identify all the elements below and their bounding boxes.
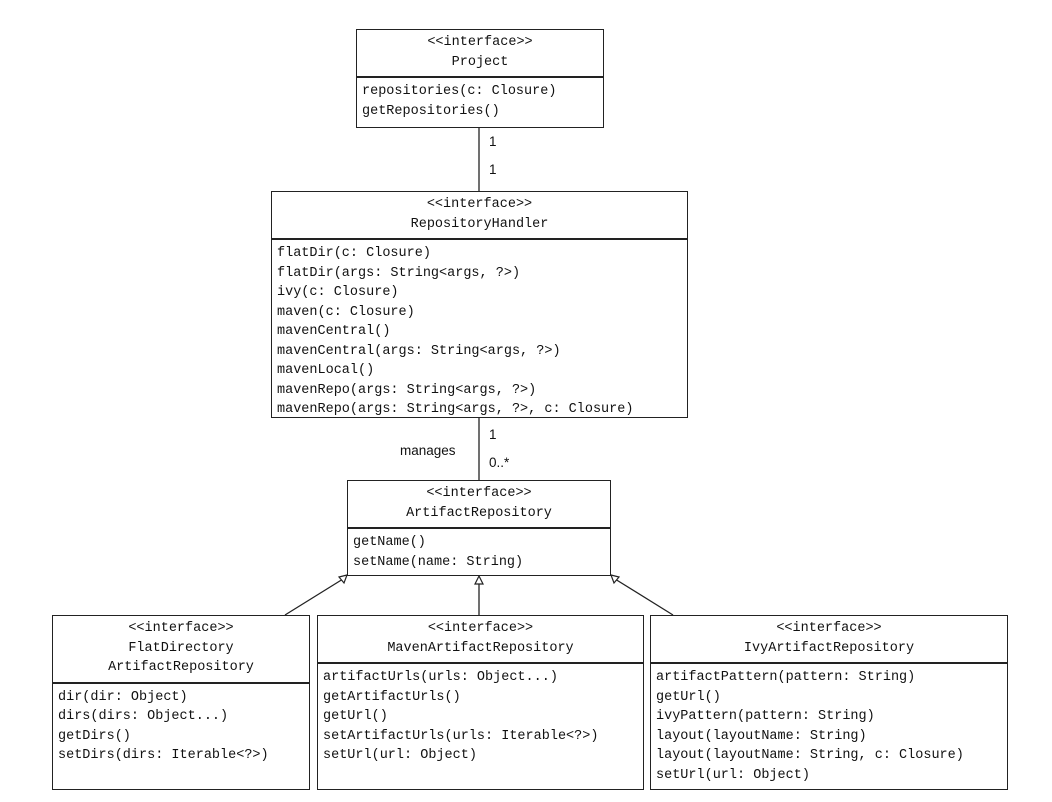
artifact-repository-class-box: <<interface>> ArtifactRepository getName…	[347, 480, 611, 576]
ivy-repository-method: layout(layoutName: String)	[656, 728, 867, 744]
ivy-generalization	[614, 578, 674, 616]
maven-repository-method: artifactUrls(urls: Object...)	[323, 670, 558, 685]
ivy-triangle-icon	[610, 574, 621, 585]
project-method: repositories(c: Closure)	[362, 84, 557, 99]
maven-repository-method: getUrl()	[323, 709, 388, 724]
flat-directory-methods: dir(dir: Object) dirs(dirs: Object...) g…	[53, 684, 309, 768]
repository-handler-methods: flatDir(c: Closure) flatDir(args: String…	[272, 240, 687, 422]
maven-repository-methods: artifactUrls(urls: Object...) getArtifac…	[318, 664, 643, 768]
project-method: getRepositories()	[362, 103, 500, 119]
flat-directory-class-box: <<interface>> FlatDirectory ArtifactRepo…	[52, 615, 310, 790]
ivy-repository-method: artifactPattern(pattern: String)	[656, 670, 916, 685]
ivy-repository-stereotype: <<interface>>	[776, 621, 882, 636]
ivy-repository-class-box: <<interface>> IvyArtifactRepository arti…	[650, 615, 1008, 790]
flat-directory-stereotype: <<interface>>	[128, 621, 234, 636]
artifact-multiplicity: 0..*	[489, 455, 510, 470]
repository-handler-method: maven(c: Closure)	[277, 304, 415, 320]
repository-handler-method: flatDir(c: Closure)	[277, 246, 431, 261]
ivy-repository-method: ivyPattern(pattern: String)	[656, 709, 875, 724]
flat-directory-class-name: FlatDirectory	[128, 640, 234, 656]
maven-repository-header: <<interface>> MavenArtifactRepository	[318, 616, 643, 664]
repository-handler-method: mavenRepo(args: String<args, ?>, c: Clos…	[277, 402, 634, 417]
repository-handler-method: mavenCentral(args: String<args, ?>)	[277, 343, 561, 359]
project-class-header: <<interface>> Project	[357, 30, 603, 78]
maven-repository-class-box: <<interface>> MavenArtifactRepository ar…	[317, 615, 644, 790]
project-class-name: Project	[451, 54, 509, 70]
artifact-repository-class-name: ArtifactRepository	[406, 505, 552, 521]
flat-directory-class-name: ArtifactRepository	[108, 660, 254, 675]
flat-directory-header: <<interface>> FlatDirectory ArtifactRepo…	[53, 616, 309, 684]
maven-triangle-icon	[474, 574, 484, 585]
ivy-repository-method: getUrl()	[656, 689, 721, 705]
flat-directory-method: dir(dir: Object)	[58, 689, 188, 705]
repository-handler-method: mavenLocal()	[277, 363, 375, 378]
ivy-repository-header: <<interface>> IvyArtifactRepository	[651, 616, 1007, 664]
ivy-repository-methods: artifactPattern(pattern: String) getUrl(…	[651, 664, 1007, 787]
ivy-repository-method: setUrl(url: Object)	[656, 767, 810, 783]
artifact-repository-methods: getName() setName(name: String)	[348, 529, 610, 574]
maven-repository-stereotype: <<interface>>	[427, 621, 534, 636]
repository-handler-method: ivy(c: Closure)	[277, 285, 399, 300]
flat-directory-triangle-icon	[337, 574, 348, 585]
repository-handler-method: mavenCentral()	[277, 324, 391, 339]
maven-repository-method: setUrl(url: Object)	[323, 748, 477, 763]
maven-repository-method: setArtifactUrls(urls: Iterable<?>)	[323, 728, 599, 744]
repository-handler-stereotype: <<interface>>	[426, 197, 533, 212]
artifact-repository-stereotype: <<interface>>	[426, 486, 532, 501]
project-multiplicity: 1	[489, 134, 497, 149]
ivy-repository-method: layout(layoutName: String, c: Closure)	[656, 748, 964, 763]
ivy-repository-class-name: IvyArtifactRepository	[743, 640, 915, 656]
artifact-repository-method: getName()	[353, 535, 426, 550]
project-stereotype: <<interface>>	[427, 35, 533, 50]
flat-directory-generalization	[284, 578, 344, 616]
repository-handler-class-name: RepositoryHandler	[410, 216, 549, 232]
flat-directory-method: dirs(dirs: Object...)	[58, 709, 229, 724]
repository-handler-method: mavenRepo(args: String<args, ?>)	[277, 382, 537, 398]
flat-directory-method: setDirs(dirs: Iterable<?>)	[58, 748, 269, 763]
repository-handler-class-box: <<interface>> RepositoryHandler flatDir(…	[271, 191, 688, 418]
artifact-repository-header: <<interface>> ArtifactRepository	[348, 481, 610, 529]
maven-repository-method: getArtifactUrls()	[323, 689, 461, 705]
repository-handler-method: flatDir(args: String<args, ?>)	[277, 265, 521, 281]
maven-repository-class-name: MavenArtifactRepository	[387, 640, 574, 656]
artifact-repository-method: setName(name: String)	[353, 554, 524, 570]
flat-directory-method: getDirs()	[58, 728, 131, 744]
repository-handler-header: <<interface>> RepositoryHandler	[272, 192, 687, 240]
handler-multiplicity-bottom: 1	[489, 427, 497, 442]
project-methods: repositories(c: Closure) getRepositories…	[357, 78, 603, 123]
project-class-box: <<interface>> Project repositories(c: Cl…	[356, 29, 604, 128]
handler-multiplicity-top: 1	[489, 162, 497, 177]
manages-label: manages	[400, 443, 456, 458]
